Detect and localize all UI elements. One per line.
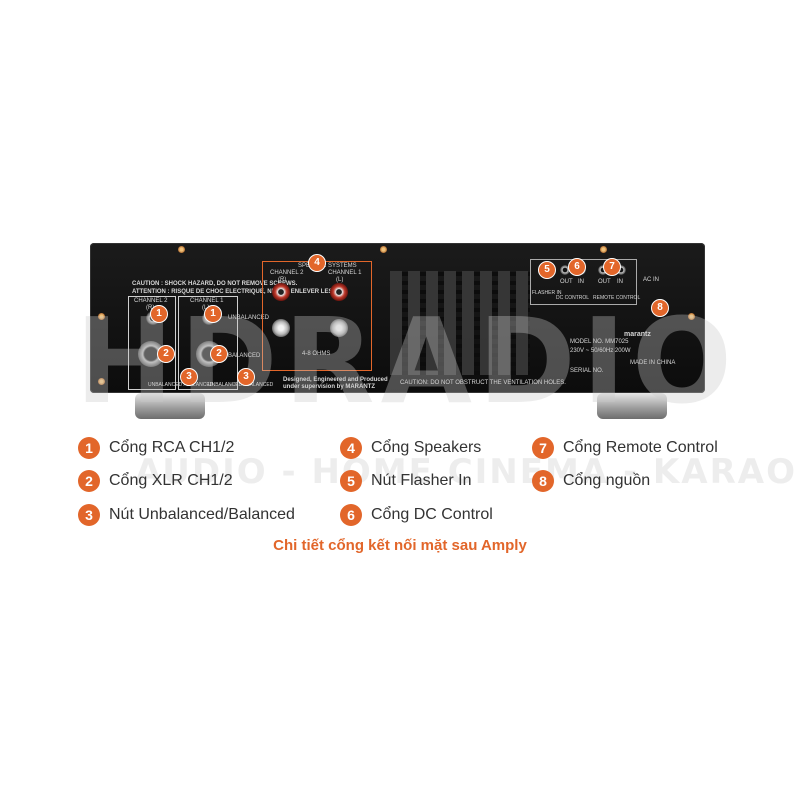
legend-item-6: 6 Cổng DC Control xyxy=(340,504,493,526)
screw-icon xyxy=(600,246,607,253)
channel2-input-box xyxy=(128,296,176,390)
power-label: 230V ~ 50/60Hz 200W xyxy=(570,348,631,354)
screw-icon xyxy=(380,246,387,253)
callout-marker: 2 xyxy=(210,345,228,363)
callout-marker: 7 xyxy=(603,258,621,276)
amplifier-rear-panel: CAUTION : SHOCK HAZARD, DO NOT REMOVE SC… xyxy=(90,243,705,393)
callout-marker: 1 xyxy=(204,305,222,323)
balanced-label: BALANCED xyxy=(228,353,261,359)
dc-out-label: OUT xyxy=(560,279,573,285)
caution-line-2: ATTENTION : RISQUE DE CHOC ELECTRIQUE, N… xyxy=(132,289,346,295)
speaker-ch2-sub: (R) xyxy=(278,277,287,283)
control-port-panel xyxy=(530,259,637,305)
remote-control-label: REMOTE CONTROL xyxy=(593,295,641,301)
number-badge: 3 xyxy=(78,504,100,526)
channel1-input-box xyxy=(178,296,238,390)
screw-icon xyxy=(178,246,185,253)
speaker-terminal-ch2-negative[interactable] xyxy=(272,319,290,337)
unbalanced-label: UNBALANCED xyxy=(228,315,270,321)
number-badge: 8 xyxy=(532,470,554,492)
number-badge: 7 xyxy=(532,437,554,459)
speaker-terminal-ch2-positive[interactable] xyxy=(272,283,290,301)
dc-control-label: DC CONTROL xyxy=(556,295,590,301)
legend-item-8: 8 Cổng nguồn xyxy=(532,470,650,492)
legend-item-3: 3 Nút Unbalanced/Balanced xyxy=(78,504,295,526)
switch-label-ch2: UNBALANCED / BALANCED xyxy=(148,382,214,388)
designed-line-1: Designed, Engineered and Produced xyxy=(283,377,388,383)
remote-in-jack[interactable] xyxy=(616,265,626,275)
dc-in-label: IN xyxy=(578,279,584,285)
legend-text: Cổng nguồn xyxy=(563,472,651,489)
designed-line-2: under supervision by MARANTZ xyxy=(283,384,376,390)
remote-out-label: OUT xyxy=(598,279,611,285)
screw-icon xyxy=(688,313,695,320)
legend-text: Cổng XLR CH1/2 xyxy=(109,472,233,489)
dc-control-out-jack[interactable] xyxy=(560,265,570,275)
serial-label: SERIAL NO. xyxy=(570,368,604,374)
speaker-terminal-ch1-negative[interactable] xyxy=(330,319,348,337)
switch-label-ch1: UNBALANCED / BALANCED xyxy=(208,382,274,388)
legend-text: Nút Flasher In xyxy=(371,472,472,489)
speaker-terminal-ch1-positive[interactable] xyxy=(330,283,348,301)
remote-in-label: IN xyxy=(617,279,623,285)
speaker-ch1-label: CHANNEL 1 xyxy=(328,270,362,276)
right-foot xyxy=(597,393,667,419)
channel2-sub: (R) xyxy=(146,305,155,311)
screw-icon xyxy=(98,378,105,385)
brand-label: marantz xyxy=(624,331,651,338)
legend-item-5: 5 Nút Flasher In xyxy=(340,470,471,492)
number-badge: 2 xyxy=(78,470,100,492)
number-badge: 1 xyxy=(78,437,100,459)
legend-text: Cổng Remote Control xyxy=(563,439,718,456)
vent-caution: CAUTION: DO NOT OBSTRUCT THE VENTILATION… xyxy=(400,380,566,386)
channel1-label: CHANNEL 1 xyxy=(190,298,224,304)
number-badge: 4 xyxy=(340,437,362,459)
callout-marker: 5 xyxy=(538,261,556,279)
speaker-title: SPEAKER SYSTEMS xyxy=(298,263,357,269)
legend-text: Cổng DC Control xyxy=(371,506,493,523)
caution-line-1: CAUTION : SHOCK HAZARD, DO NOT REMOVE SC… xyxy=(132,281,298,287)
legend-item-7: 7 Cổng Remote Control xyxy=(532,437,718,459)
legend-item-2: 2 Cổng XLR CH1/2 xyxy=(78,470,233,492)
callout-marker: 2 xyxy=(157,345,175,363)
legend-text: Nút Unbalanced/Balanced xyxy=(109,506,295,523)
made-in-label: MADE IN CHINA xyxy=(630,360,676,366)
number-badge: 5 xyxy=(340,470,362,492)
callout-marker: 6 xyxy=(568,258,586,276)
callout-marker: 3 xyxy=(180,368,198,386)
ventilation-grille xyxy=(390,271,530,375)
legend-text: Cổng RCA CH1/2 xyxy=(109,439,235,456)
flasher-label: FLASHER IN xyxy=(532,290,562,296)
legend-text: Cổng Speakers xyxy=(371,439,482,456)
ohms-label: 4-8 OHMS xyxy=(302,351,331,357)
speaker-ch1-sub: (L) xyxy=(336,277,344,283)
callout-marker: 1 xyxy=(150,305,168,323)
callout-marker: 3 xyxy=(237,368,255,386)
callout-marker: 8 xyxy=(651,299,669,317)
caption: Chi tiết cổng kết nối mặt sau Amply xyxy=(273,537,527,554)
screw-icon xyxy=(98,313,105,320)
model-label: MODEL NO. MM7025 xyxy=(570,339,629,345)
callout-marker: 4 xyxy=(308,254,326,272)
speaker-ch2-label: CHANNEL 2 xyxy=(270,270,304,276)
ac-in-label: AC IN xyxy=(643,277,660,283)
legend-item-4: 4 Cổng Speakers xyxy=(340,437,481,459)
legend-item-1: 1 Cổng RCA CH1/2 xyxy=(78,437,234,459)
left-foot xyxy=(135,393,205,419)
number-badge: 6 xyxy=(340,504,362,526)
channel2-label: CHANNEL 2 xyxy=(134,298,168,304)
